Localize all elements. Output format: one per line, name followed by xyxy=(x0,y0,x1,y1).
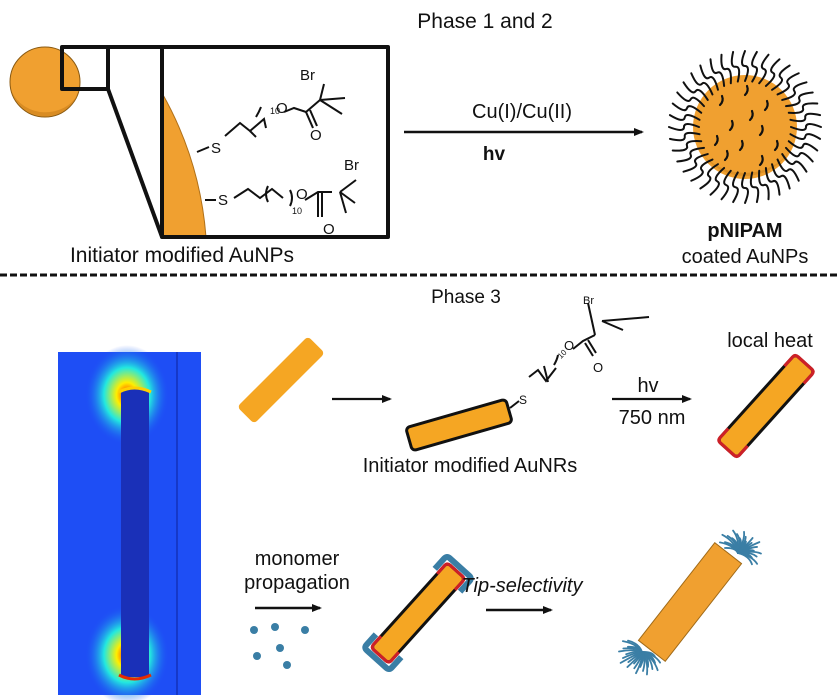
polymer-chain xyxy=(748,109,754,122)
polymer-chain xyxy=(763,99,769,112)
polymer-chain xyxy=(741,172,749,204)
polymer-chain xyxy=(671,102,703,114)
bromine-label: Br xyxy=(344,157,359,174)
polymer-chain xyxy=(771,163,791,190)
polymer-chain xyxy=(758,154,764,167)
polymer-chain xyxy=(682,153,709,173)
heated-nanorod-icon xyxy=(717,354,815,458)
surface-zoom-box xyxy=(160,45,390,239)
zoom-callout xyxy=(60,45,164,238)
polymer-chain xyxy=(781,81,808,101)
pnipam-caption: pNIPAM xyxy=(707,220,782,242)
gold-nanoparticle-icon xyxy=(9,46,81,118)
polymer-chain xyxy=(690,158,714,182)
oxygen-label: O xyxy=(296,186,308,203)
polymer-chain xyxy=(741,50,749,82)
polymer-chain xyxy=(764,58,781,88)
sulfur-label: S xyxy=(211,140,221,157)
polymer-chain xyxy=(773,139,779,152)
field-enhancement-map xyxy=(58,345,201,700)
polymer-chain xyxy=(668,131,701,142)
carbonyl-oxygen-label: O xyxy=(593,360,603,375)
polymer-chain xyxy=(720,169,732,201)
polymer-chain xyxy=(730,50,741,83)
tip-selectivity-label: Tip-selectivity xyxy=(462,575,584,597)
polymer-chain xyxy=(699,64,719,91)
phase12-title: Phase 1 and 2 xyxy=(417,10,552,33)
carbonyl-oxygen-label: O xyxy=(310,127,322,144)
polymer-chain xyxy=(743,84,749,97)
polymer-chain xyxy=(676,91,706,108)
polymer-chain xyxy=(728,119,734,132)
polymer-brush-strand xyxy=(737,552,753,566)
polymer-brush-strand xyxy=(627,639,643,653)
polymer-chain xyxy=(787,140,819,152)
initiator-aunp-caption: Initiator modified AuNPs xyxy=(70,244,294,267)
nanorod-initiator-chain xyxy=(509,302,650,409)
initiator-molecule-bottom xyxy=(205,179,357,217)
irradiation-light-label: hv xyxy=(637,375,658,397)
catalyst-label: Cu(I)/Cu(II) xyxy=(472,101,572,123)
polymer-chain xyxy=(751,50,758,83)
polymer-chain xyxy=(787,102,819,114)
polymer-chain xyxy=(764,166,781,196)
polymer-chain xyxy=(738,139,744,152)
polymer-chain xyxy=(776,72,800,96)
phase3-title: Phase 3 xyxy=(431,287,501,308)
polymer-chain xyxy=(784,146,814,163)
bare-gold-nanorod-icon xyxy=(238,337,324,423)
polymer-chain xyxy=(790,123,822,131)
polymer-chain xyxy=(758,53,770,85)
polymer-chain xyxy=(713,134,719,147)
sulfur-label: S xyxy=(519,393,527,407)
polymer-chain xyxy=(690,72,714,96)
bromine-label: Br xyxy=(583,295,594,307)
tip-growing-nanorod-icon xyxy=(362,553,474,673)
initiator-modified-nanorod-icon xyxy=(405,398,513,452)
initiator-aunr-caption: Initiator modified AuNRs xyxy=(363,455,578,477)
polymer-chain xyxy=(771,64,791,91)
polymer-chain xyxy=(723,149,729,162)
sulfur-label: S xyxy=(218,192,228,209)
polymer-chain xyxy=(676,146,706,163)
local-heat-label: local heat xyxy=(727,330,813,352)
polymer-chain xyxy=(709,166,726,196)
light-label: hv xyxy=(483,144,506,165)
oxygen-label: O xyxy=(276,100,288,117)
polymer-chain xyxy=(784,91,814,108)
propagation-label: propagation xyxy=(244,572,350,594)
repeat-subscript: 10 xyxy=(270,106,280,116)
polymer-chain xyxy=(668,123,700,131)
polymer-chain xyxy=(718,94,724,107)
polymer-chain xyxy=(668,114,701,121)
monomer-dots xyxy=(250,623,309,669)
coated-aunp-caption: coated AuNPs xyxy=(682,246,809,268)
wavelength-label: 750 nm xyxy=(619,407,686,429)
polymer-chain xyxy=(671,140,703,152)
monomer-label: monomer xyxy=(255,548,340,570)
initiator-molecule-top xyxy=(196,83,346,153)
bromine-label: Br xyxy=(300,67,315,84)
polymer-chain xyxy=(781,153,808,173)
polymer-chain xyxy=(776,158,800,182)
polymer-chain xyxy=(758,169,770,201)
polymer-chain xyxy=(709,58,726,88)
polymer-chain xyxy=(682,81,709,101)
polymer-chain xyxy=(699,163,719,190)
oxygen-label: O xyxy=(564,338,574,353)
polymer-chain xyxy=(758,124,764,137)
polymer-chain xyxy=(732,171,739,204)
polymer-chain xyxy=(749,171,760,204)
carbonyl-oxygen-label: O xyxy=(323,221,335,238)
polymer-chain xyxy=(789,133,822,140)
repeat-subscript: 10 xyxy=(292,206,302,216)
pnipam-coated-nanoparticle-icon xyxy=(668,50,822,204)
polymer-chain xyxy=(720,53,732,85)
tip-functionalized-nanorod-icon xyxy=(618,529,762,676)
polymer-chain xyxy=(789,112,822,123)
